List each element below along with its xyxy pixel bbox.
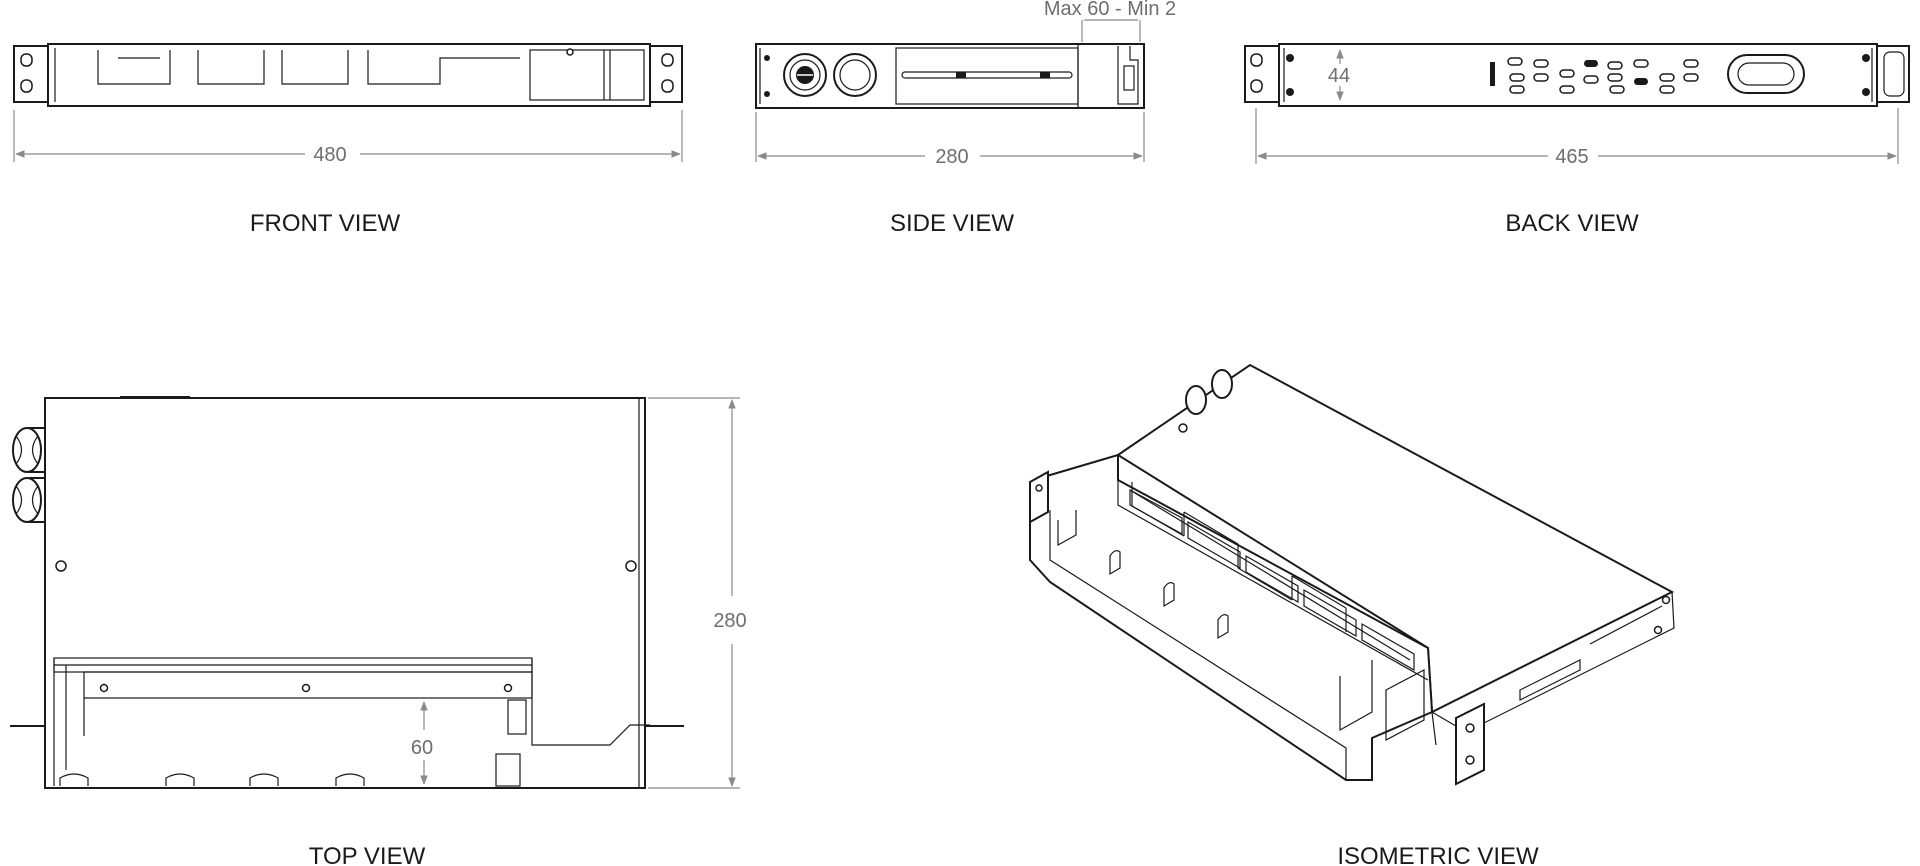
front-cable-slots [97,50,520,85]
back-height-dimension: 44 [1328,49,1350,101]
side-view-label: SIDE VIEW [890,210,1014,237]
front-right-bracket [649,45,683,103]
top-inner-dimension: 60 [411,701,433,785]
front-chassis [47,43,651,107]
back-left-bracket [1244,45,1280,103]
back-height-value: 44 [1328,65,1350,87]
side-cable-gland-1 [783,53,827,97]
back-width-dimension: 465 [1255,108,1899,168]
front-view: 480 FRONT VIEW [13,43,683,237]
front-width-value: 480 [313,144,346,166]
top-depth-dimension: 280 [648,397,747,789]
top-tray-rail [10,657,684,787]
iso-side-rail [1519,605,1663,701]
back-view: 44 465 BACK VIEW [1244,43,1910,237]
back-handle [1727,54,1805,94]
side-cable-value: Max 60 - Min 2 [1044,0,1176,20]
isometric-view: ISOMETRIC VIEW [1029,363,1675,866]
back-chassis [1278,43,1878,107]
front-left-bracket [13,45,49,103]
iso-cable-glands [1185,369,1233,415]
side-chassis [755,43,1145,109]
side-tray [895,47,1079,105]
iso-left-bracket [1029,470,1049,524]
back-view-label: BACK VIEW [1505,210,1639,237]
iso-front-bracket [1455,702,1485,786]
top-inner-value: 60 [411,737,433,759]
top-view-label: TOP VIEW [309,843,426,866]
side-depth-dimension: 280 [755,112,1145,168]
front-view-label: FRONT VIEW [250,210,401,237]
side-view: Max 60 - Min 2 280 SIDE VIEW [755,0,1176,237]
top-depth-value: 280 [713,610,746,632]
back-right-bracket [1876,45,1910,103]
front-splice-area [529,49,645,101]
isometric-view-label: ISOMETRIC VIEW [1337,843,1539,866]
top-view: 60 280 TOP VIEW [10,396,747,866]
back-width-value: 465 [1555,146,1588,168]
iso-tray [1029,453,1434,781]
iso-splice-modules [1129,488,1415,672]
top-cable-glands [12,427,46,523]
side-cable-gland-2 [833,53,877,97]
back-vent-slots [1490,57,1699,94]
side-cable-dimension: Max 60 - Min 2 [1044,0,1176,42]
side-depth-value: 280 [935,146,968,168]
front-width-dimension: 480 [13,110,683,166]
top-chassis [44,397,646,789]
